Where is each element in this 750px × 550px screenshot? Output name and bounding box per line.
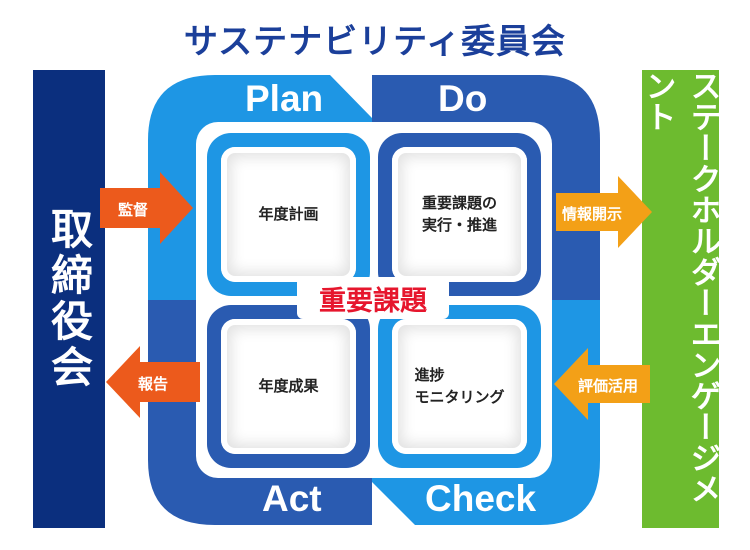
plan-label: Plan: [245, 78, 324, 119]
do-box: 重要課題の 実行・推進: [392, 147, 527, 282]
act-label: Act: [262, 478, 322, 519]
act-box: 年度成果: [221, 319, 356, 454]
report-arrow-label: 報告: [138, 375, 169, 393]
audit-arrow-label: 監督: [118, 201, 149, 219]
disclosure-arrow: [556, 176, 652, 248]
evaluation-arrow-label: 評価活用: [578, 377, 639, 395]
act-box-text: 年度成果: [258, 376, 319, 395]
plan-box: 年度計画: [221, 147, 356, 282]
key-issues-label: 重要課題: [297, 277, 449, 319]
board-of-directors-bar: 取締役会: [33, 70, 105, 528]
stakeholder-engagement-bar: ステークホルダーエンゲージメント: [640, 70, 721, 528]
check-box: 進捗 モニタリング: [392, 319, 527, 454]
stakeholder-engagement-label: ステークホルダーエンゲージメント: [639, 70, 721, 504]
board-of-directors-label: 取締役会: [44, 207, 94, 391]
evaluation-arrow: [554, 348, 650, 420]
page-title: サステナビリティ委員会: [183, 22, 567, 62]
plan-box-text: 年度計画: [258, 204, 319, 223]
audit-arrow: [100, 172, 193, 244]
check-label: Check: [425, 478, 537, 519]
disclosure-arrow-label: 情報開示: [562, 205, 623, 223]
do-box-text: 重要課題の 実行・推進: [421, 193, 497, 234]
report-arrow: [106, 346, 200, 418]
do-label: Do: [438, 78, 488, 119]
check-box-text: 進捗 モニタリング: [414, 365, 505, 406]
